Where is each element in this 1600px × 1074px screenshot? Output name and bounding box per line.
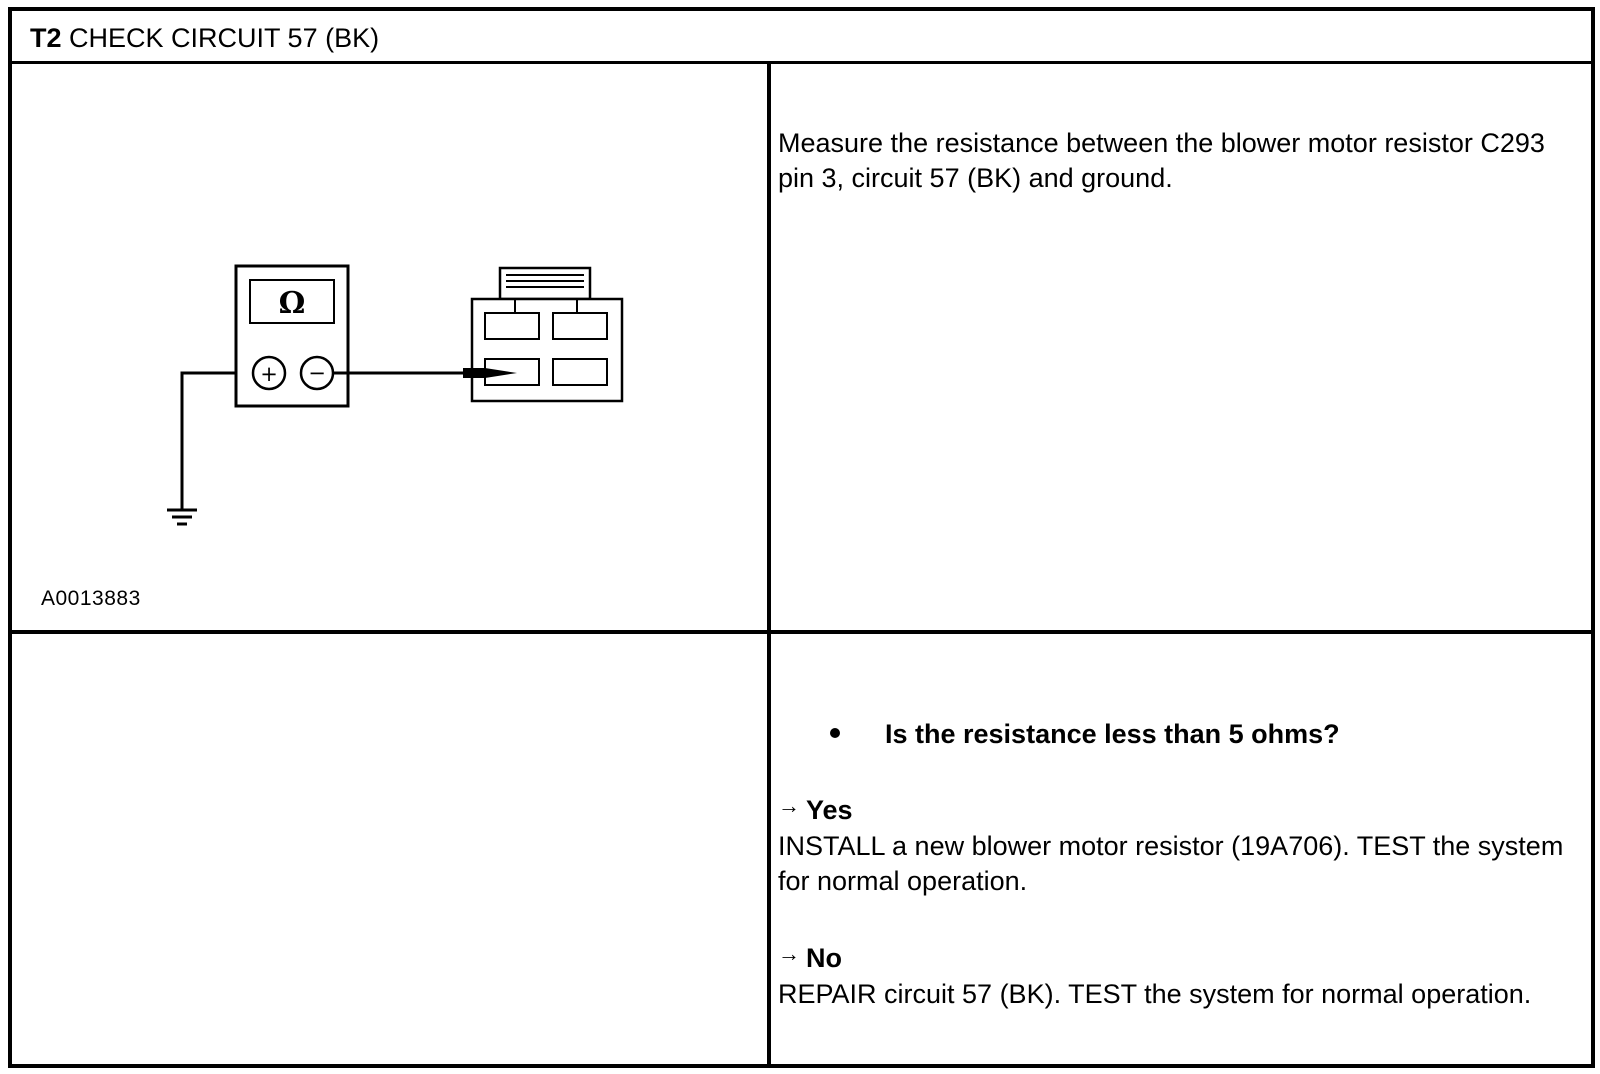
ground-wire [180,371,244,509]
answer-yes: →Yes INSTALL a new blower motor resistor… [778,793,1568,899]
step-header: T2 CHECK CIRCUIT 57 (BK) [12,11,1591,64]
answer-yes-label: Yes [806,795,853,825]
arrow-right-icon: → [778,793,800,818]
answer-no-label: No [806,943,842,973]
question-text: Is the resistance less than 5 ohms? [885,719,1340,749]
test-step-table: T2 CHECK CIRCUIT 57 (BK) Ω + − [8,7,1595,1068]
step-number: T2 [30,23,62,53]
bullet-icon [830,728,840,738]
instruction-text: Measure the resistance between the blowe… [778,128,1545,193]
ohm-symbol-icon: Ω [279,286,306,321]
svg-text:+: + [260,362,278,386]
ohmmeter-connection-diagram: Ω + − [167,264,624,526]
answer-no: →No REPAIR circuit 57 (BK). TEST the sys… [778,941,1568,1012]
probe-tip-icon [463,368,517,378]
svg-text:−: − [308,361,326,385]
row-divider [12,630,1591,634]
ohmmeter-display [249,279,335,324]
answer-yes-text: INSTALL a new blower motor resistor (19A… [778,831,1564,896]
figure-id: A0013883 [41,587,141,610]
step-title: CHECK CIRCUIT 57 (BK) [69,23,380,53]
arrow-right-icon: → [778,941,800,966]
ground-symbol-icon [167,508,197,526]
answer-no-text: REPAIR circuit 57 (BK). TEST the system … [778,979,1532,1009]
column-divider [767,64,771,1068]
plus-terminal-icon [251,355,287,391]
connector-c293-icon [470,266,624,403]
